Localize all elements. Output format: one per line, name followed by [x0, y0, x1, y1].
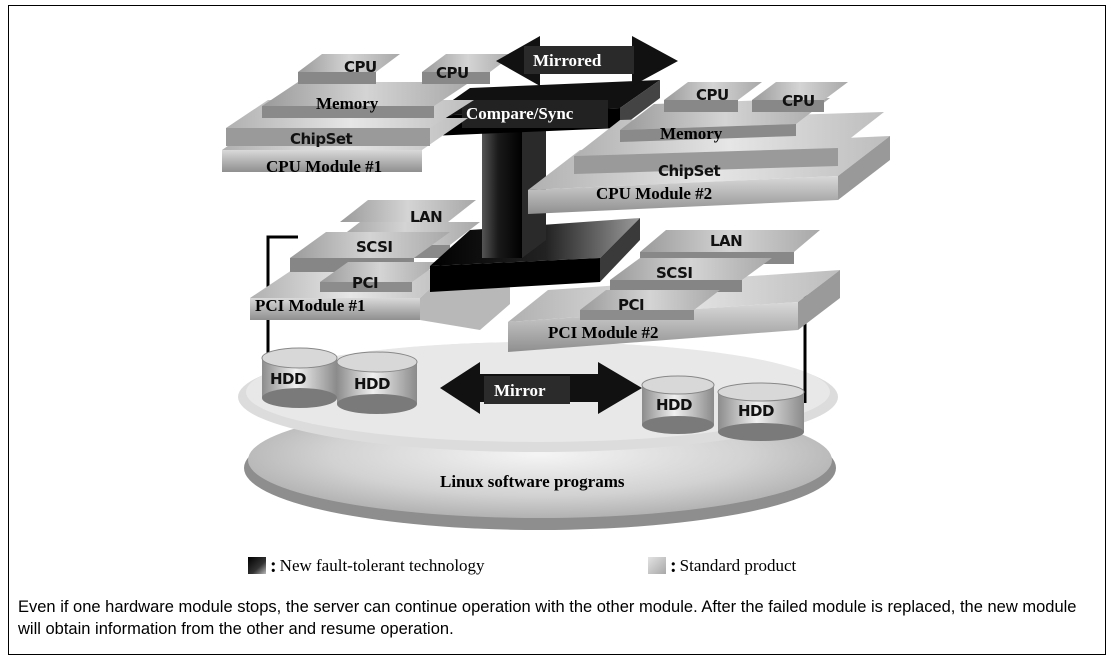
hdd-label-1: HDD — [270, 370, 306, 388]
cpu-module-1-title: CPU Module #1 — [266, 157, 383, 176]
cpu-2-chip-b: CPU — [782, 92, 815, 110]
legend-swatch-new-tech — [248, 557, 266, 574]
cpu-1-chipset: ChipSet — [290, 130, 353, 148]
pci-1-lan: LAN — [410, 208, 443, 226]
hdd-group-right — [641, 375, 805, 441]
legend-new-tech: : New fault-tolerant technology — [268, 556, 485, 576]
cpu-1-chip-a: CPU — [344, 58, 377, 76]
cpu-1-chip-b: CPU — [436, 64, 469, 82]
pci-1-scsi: SCSI — [356, 238, 393, 256]
linux-software-label: Linux software programs — [440, 472, 625, 491]
legend-standard: : Standard product — [668, 556, 796, 576]
cpu-2-memory: Memory — [660, 124, 723, 143]
mirrored-arrow — [496, 36, 678, 86]
hdd-label-2: HDD — [354, 375, 390, 393]
cpu-2-chip-a: CPU — [696, 86, 729, 104]
pci-1-pci: PCI — [352, 274, 379, 292]
cpu-module-2 — [528, 82, 890, 214]
compare-sync-structure — [430, 80, 660, 292]
pci-2-pci: PCI — [618, 296, 645, 314]
compare-sync-label: Compare/Sync — [466, 104, 574, 123]
pci-module-2 — [508, 230, 840, 352]
legend-separator: : — [270, 554, 277, 577]
cpu-2-chipset: ChipSet — [658, 162, 721, 180]
mirror-arrow — [440, 362, 642, 414]
mirror-label: Mirror — [494, 381, 546, 400]
cpu-1-memory: Memory — [316, 94, 379, 113]
mirrored-label: Mirrored — [533, 51, 602, 70]
legend-standard-label: Standard product — [679, 556, 797, 575]
cpu-module-1 — [222, 54, 514, 172]
cpu-module-2-title: CPU Module #2 — [596, 184, 713, 203]
hdd-label-3: HDD — [656, 396, 692, 414]
legend-swatch-standard — [648, 557, 666, 574]
pci-module-1-title: PCI Module #1 — [255, 296, 366, 315]
hdd-label-4: HDD — [738, 402, 774, 420]
pci-2-scsi: SCSI — [656, 264, 693, 282]
hdd-group-left — [261, 347, 418, 414]
pci-module-2-title: PCI Module #2 — [548, 323, 659, 342]
fault-tolerant-diagram — [222, 36, 890, 574]
figure-caption: Even if one hardware module stops, the s… — [18, 598, 1077, 638]
legend-new-tech-label: New fault-tolerant technology — [279, 556, 485, 575]
pci-2-lan: LAN — [710, 232, 743, 250]
legend-separator: : — [670, 554, 677, 577]
